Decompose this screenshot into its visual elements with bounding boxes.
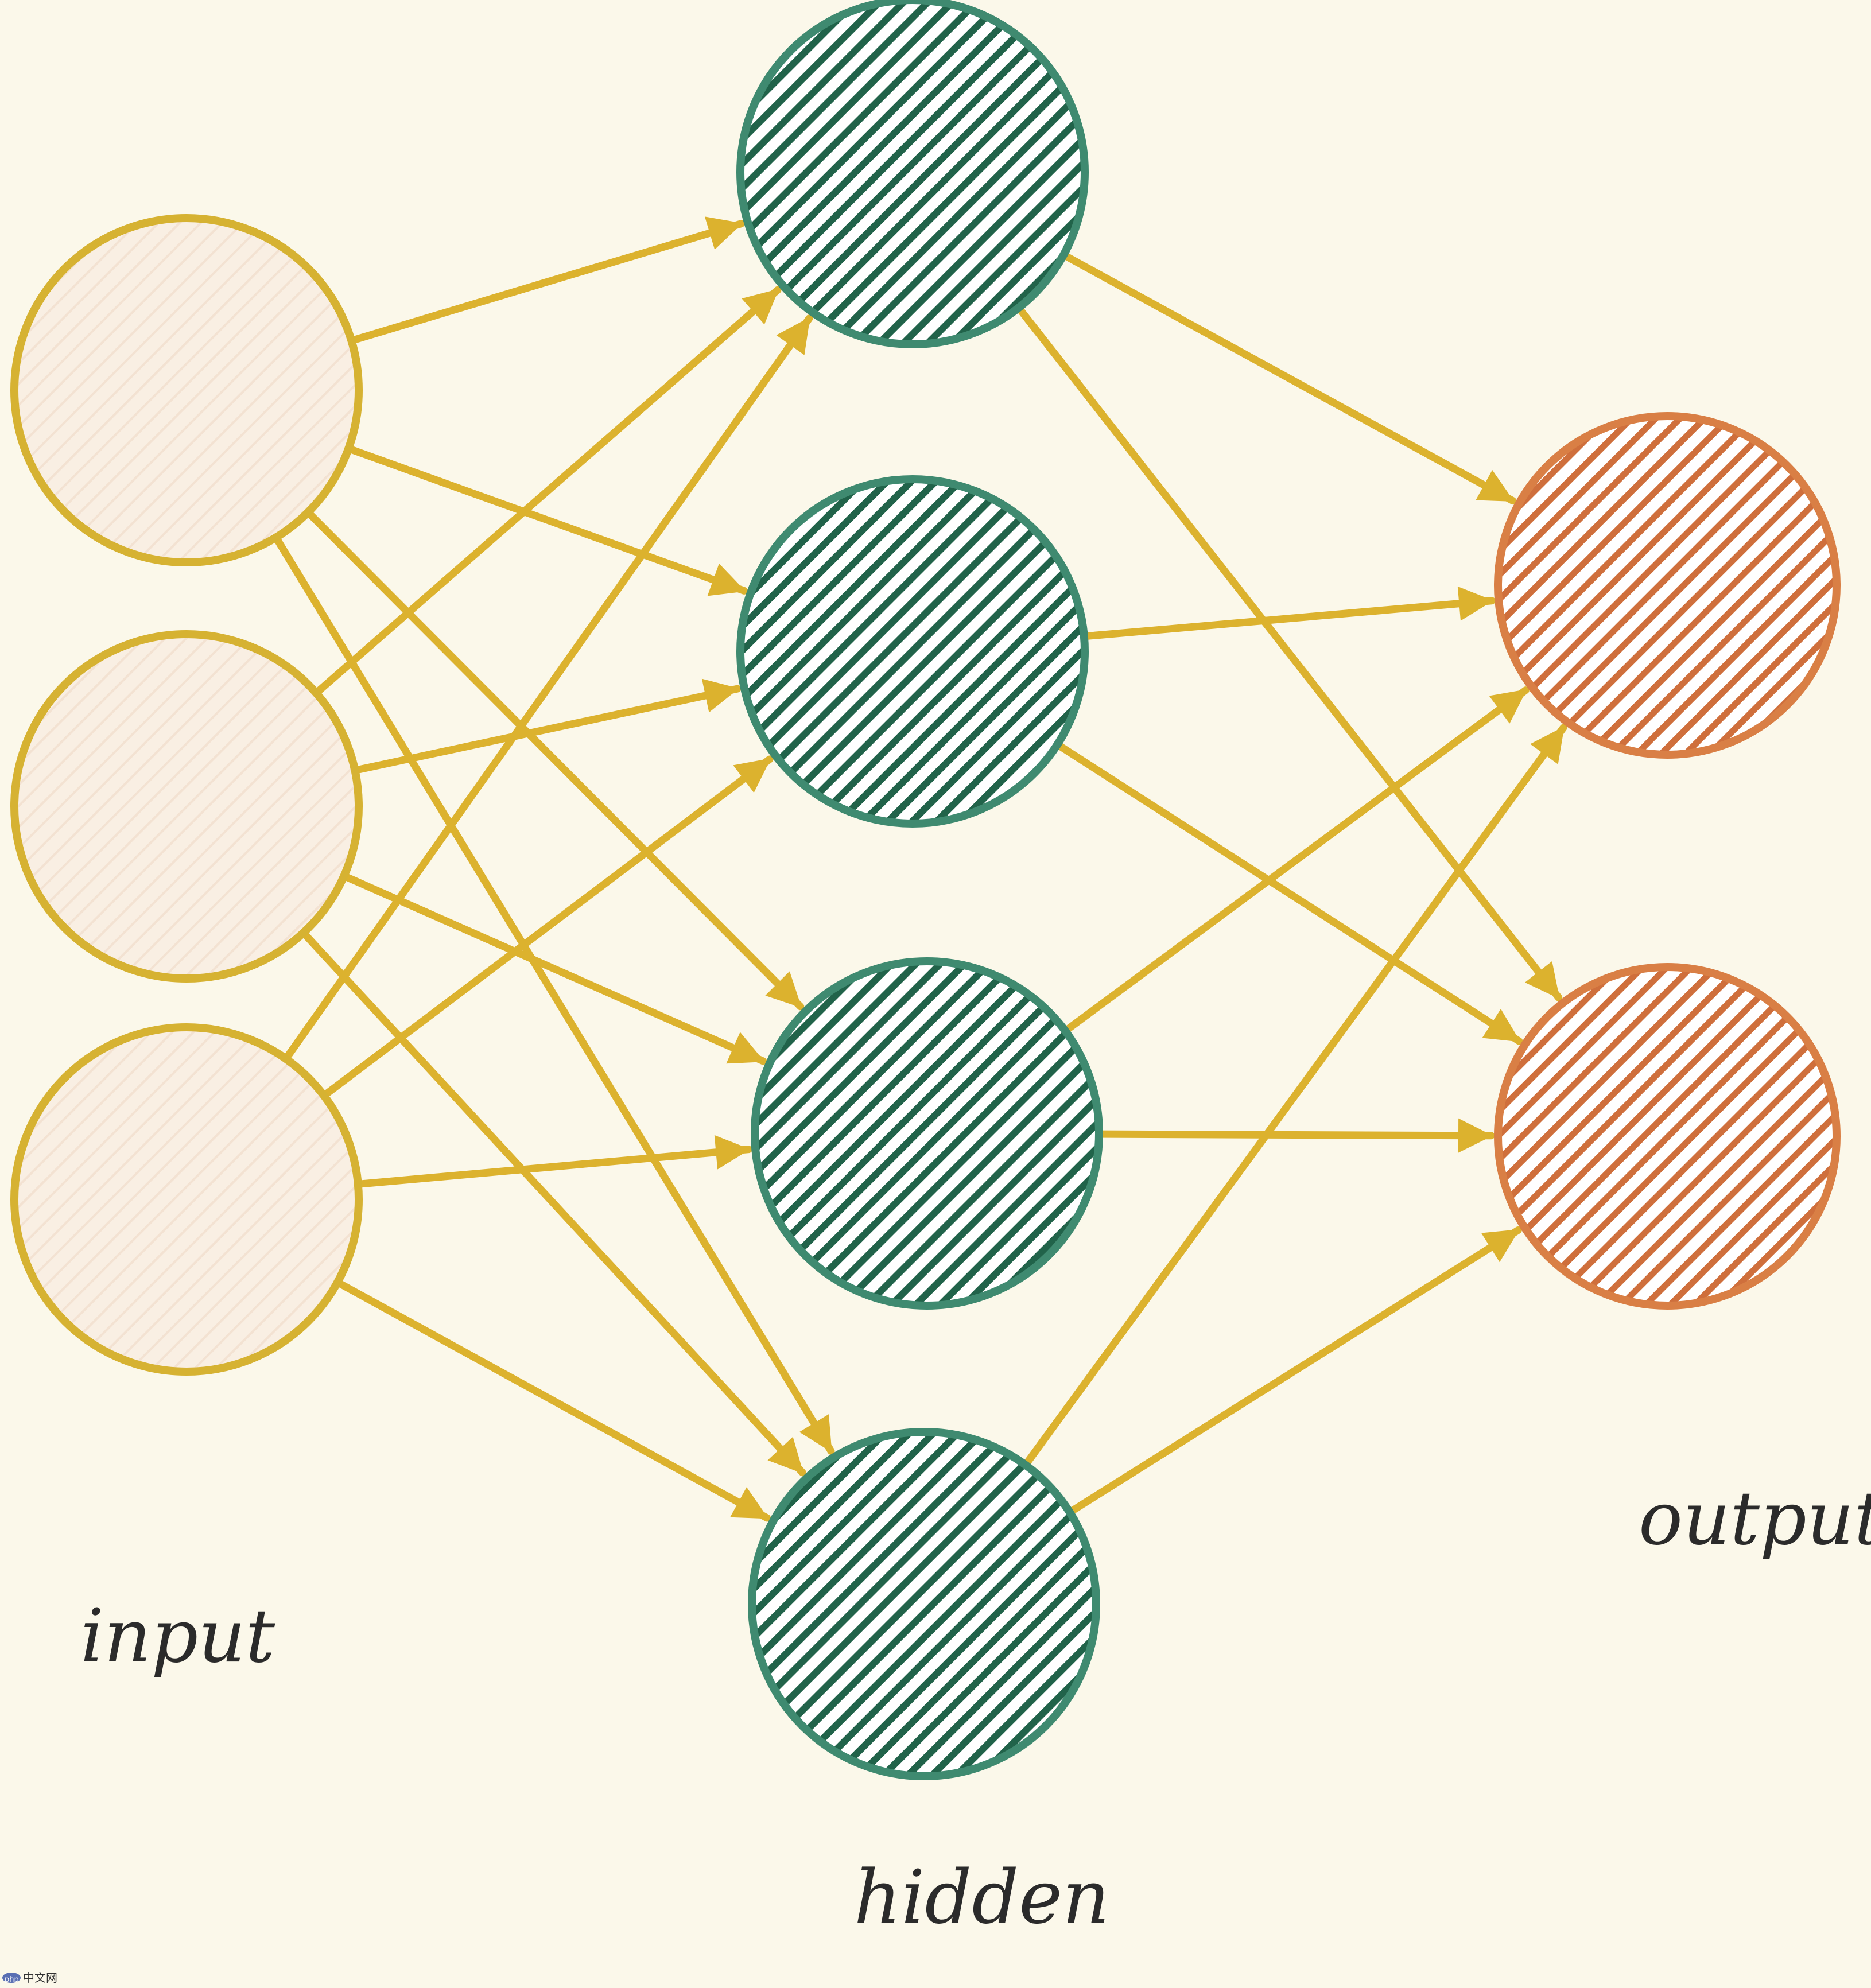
- input-node-3: [10, 1023, 363, 1376]
- input-layer-label: input: [80, 1594, 275, 1679]
- input-hidden-arrow-1-2: [347, 445, 748, 596]
- hidden-output-arrow-1-1: [1062, 252, 1517, 505]
- input-hidden-arrow-2-3: [343, 873, 767, 1065]
- hidden-output-arrow-4-2: [1068, 1226, 1522, 1515]
- input-hidden-arrow-3-4: [336, 1280, 771, 1522]
- input-hidden-arrow-1-4: [273, 536, 835, 1455]
- input-hidden-arrow-3-3: [357, 1135, 752, 1188]
- output-node-2: [1494, 963, 1841, 1310]
- php-logo-icon: [2, 1973, 21, 1983]
- hidden-output-arrow-1-2: [1016, 306, 1563, 1001]
- network-nodes: [10, 0, 1841, 1780]
- hidden-output-arrow-3-1: [1063, 686, 1530, 1034]
- input-hidden-arrow-1-1: [350, 216, 745, 344]
- input-hidden-arrow-1-3: [306, 510, 805, 1011]
- watermark-brand: php: [5, 1975, 19, 1984]
- input-hidden-arrow-3-1: [284, 314, 813, 1061]
- output-layer-label: output: [1639, 1476, 1871, 1562]
- hidden-output-arrow-4-1: [1023, 724, 1567, 1467]
- watermark: php 中文网: [2, 1971, 57, 1985]
- hidden-node-2: [736, 475, 1089, 828]
- input-hidden-arrow-2-4: [301, 931, 806, 1477]
- hidden-output-arrow-2-1: [1083, 586, 1496, 640]
- hidden-layer-label: hidden: [854, 1855, 1109, 1940]
- input-node-1: [10, 214, 363, 566]
- hidden-node-3: [751, 957, 1103, 1310]
- hidden-node-4: [748, 1428, 1100, 1780]
- input-hidden-arrow-2-1: [315, 286, 782, 695]
- input-hidden-arrow-3-2: [322, 755, 774, 1098]
- input-node-2: [10, 630, 363, 983]
- hidden-node-1: [736, 0, 1089, 348]
- watermark-text: 中文网: [23, 1971, 57, 1985]
- input-hidden-arrow-2-2: [354, 678, 742, 774]
- output-node-1: [1494, 412, 1841, 759]
- hidden-output-arrow-2-2: [1056, 742, 1523, 1045]
- hidden-output-arrow-3-2: [1098, 1118, 1495, 1153]
- connection-arrows: [273, 216, 1567, 1522]
